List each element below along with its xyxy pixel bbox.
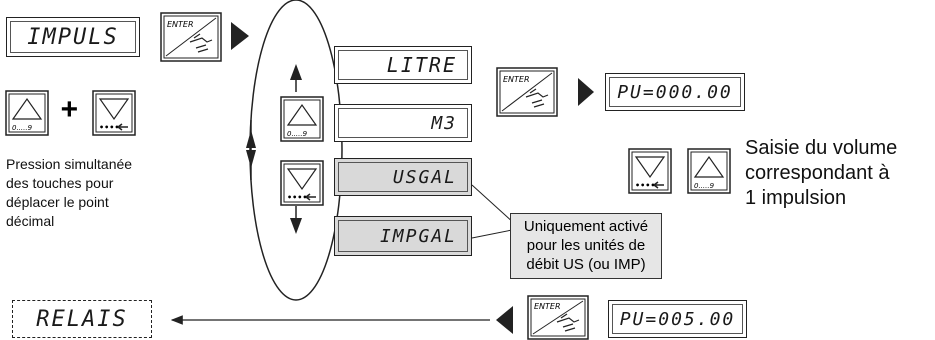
- display-pu-initial: PU=000.00: [605, 73, 745, 111]
- display-relais-text: RELAIS: [36, 306, 128, 332]
- loop-arrow-up-inner: [290, 64, 302, 80]
- decimal-note: Pression simultanée des touches pour dép…: [6, 155, 132, 231]
- play-left-icon: [496, 306, 513, 334]
- display-impuls-text: IMPULS: [27, 24, 119, 50]
- enter-key-icon[interactable]: ENTER: [160, 12, 222, 62]
- play-right-icon: [231, 22, 249, 50]
- volume-note: Saisie du volume correspondant à 1 impul…: [745, 136, 897, 211]
- svg-text:••••: ••••: [99, 123, 119, 132]
- hand-press-icon: [556, 313, 580, 332]
- us-note-line: débit US (ou IMP): [526, 256, 646, 273]
- down-arrow-key-icon[interactable]: ••••: [628, 148, 672, 194]
- display-litre-text: LITRE: [386, 53, 457, 77]
- decimal-note-line: des touches pour: [6, 175, 114, 191]
- svg-text:0.....9: 0.....9: [694, 182, 715, 190]
- display-m3: M3: [334, 104, 472, 142]
- svg-text:ENTER: ENTER: [534, 302, 561, 311]
- selection-loop: [249, 0, 343, 301]
- svg-text:ENTER: ENTER: [503, 75, 530, 84]
- decimal-note-line: déplacer le point: [6, 194, 109, 210]
- down-arrow-key-icon[interactable]: ••••: [280, 160, 324, 206]
- display-impuls: IMPULS: [6, 17, 140, 57]
- display-usgal: USGAL: [334, 158, 472, 196]
- volume-note-line: 1 impulsion: [745, 187, 847, 209]
- display-litre: LITRE: [334, 46, 472, 84]
- display-usgal-text: USGAL: [392, 166, 457, 188]
- display-impgal-text: IMPGAL: [379, 225, 457, 247]
- svg-text:0.....9: 0.....9: [12, 124, 33, 132]
- enter-key-icon[interactable]: ENTER: [496, 67, 558, 117]
- up-arrow-key-icon[interactable]: 0.....9: [5, 90, 49, 136]
- display-pu-initial-text: PU=000.00: [617, 81, 733, 103]
- svg-text:0.....9: 0.....9: [287, 130, 308, 138]
- volume-note-line: Saisie du volume: [745, 137, 898, 159]
- display-pu-set-text: PU=005.00: [619, 308, 736, 330]
- plus-sign: +: [60, 93, 78, 126]
- decimal-note-line: Pression simultanée: [6, 156, 133, 172]
- hand-press-icon: [525, 88, 549, 108]
- display-impgal: IMPGAL: [334, 216, 472, 256]
- display-relais: RELAIS: [12, 300, 152, 338]
- volume-note-line: correspondant à: [745, 162, 890, 184]
- display-pu-set: PU=005.00: [608, 300, 747, 338]
- play-right-icon: [578, 78, 594, 106]
- up-arrow-key-icon[interactable]: 0.....9: [280, 96, 324, 142]
- display-m3-text: M3: [431, 112, 457, 134]
- decimal-note-line: décimal: [6, 213, 55, 229]
- enter-key-icon[interactable]: ENTER: [527, 295, 589, 340]
- up-arrow-key-icon[interactable]: 0.....9: [687, 148, 731, 194]
- hand-press-icon: [189, 33, 213, 53]
- down-arrow-key-icon[interactable]: ••••: [92, 90, 136, 136]
- us-note-line: Uniquement activé: [523, 218, 649, 235]
- us-units-note: Uniquement activé pour les unités de déb…: [510, 213, 662, 279]
- svg-text:••••: ••••: [287, 193, 307, 202]
- loop-arrow-down-inner: [290, 218, 302, 234]
- svg-text:••••: ••••: [635, 181, 655, 190]
- us-note-line: pour les unités de: [526, 237, 646, 254]
- svg-text:ENTER: ENTER: [167, 20, 194, 29]
